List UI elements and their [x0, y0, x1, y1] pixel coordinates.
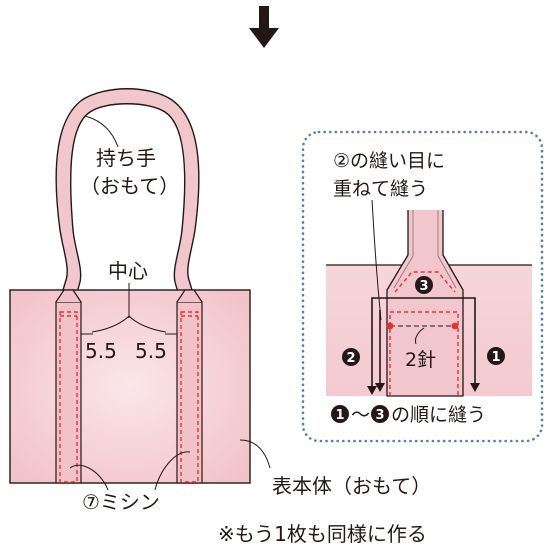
handle-strap-left — [55, 301, 82, 484]
dimension-left: 5.5 — [85, 339, 117, 363]
step3-badge: 3 — [415, 276, 433, 294]
bag-body — [9, 289, 251, 484]
svg-text:の順に縫う: の順に縫う — [391, 404, 486, 426]
note-text: ※もう1枚も同様に作る — [218, 522, 427, 546]
svg-text:1: 1 — [491, 350, 500, 365]
handle-label-line2: （おもて） — [80, 174, 179, 198]
svg-text:〜: 〜 — [351, 404, 370, 426]
inset-label-line1: ②の縫い目に — [333, 150, 445, 172]
inset-label-line2: 重ねて縫う — [333, 178, 428, 200]
machine-sew-label: ⑦ミシン — [82, 490, 160, 514]
sewing-order-caption: 1 〜 3 の順に縫う — [331, 404, 486, 426]
machine-stitch-lines — [59, 311, 199, 483]
center-label: 中心 — [108, 259, 148, 283]
inset-stitch-lines — [389, 271, 459, 396]
svg-text:3: 3 — [419, 279, 428, 294]
dimension-right: 5.5 — [135, 339, 167, 363]
stitch-count-label: 2針 — [405, 349, 436, 371]
svg-text:2: 2 — [346, 351, 355, 366]
body-label: 表本体（おもて） — [272, 474, 431, 498]
svg-text:1: 1 — [335, 408, 344, 423]
step2-badge: 2 — [342, 348, 360, 366]
step1-badge: 1 — [487, 347, 505, 365]
down-arrow-icon — [249, 6, 279, 48]
handle-strap-right — [176, 301, 203, 484]
handle-label-line1: 持ち手 — [96, 146, 156, 170]
inset-handle — [386, 210, 464, 397]
sewing-direction-arrows — [371, 297, 476, 388]
svg-text:3: 3 — [375, 408, 384, 423]
